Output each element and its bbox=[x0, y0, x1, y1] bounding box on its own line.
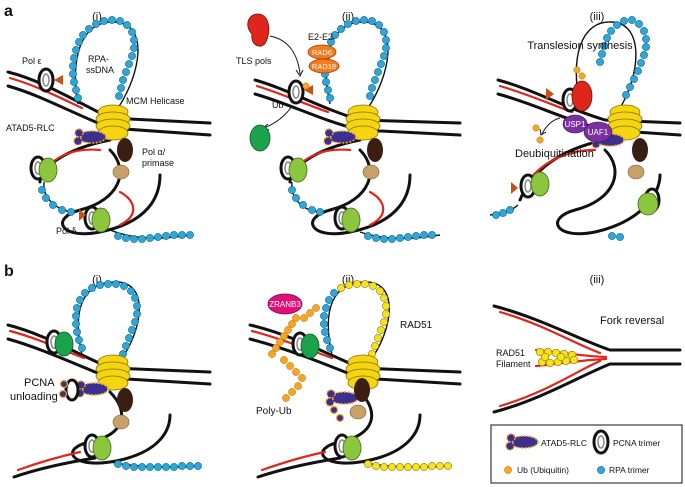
panel-b-letter: b bbox=[4, 263, 14, 280]
pcna-unloading-label-2: unloading bbox=[10, 391, 58, 403]
ubiquitin-legend-icon bbox=[504, 466, 512, 474]
pcna-ring-icon bbox=[287, 79, 305, 105]
legend-rpa-trimer: RPA trimer bbox=[609, 465, 650, 475]
pol-delta-protein bbox=[92, 435, 112, 461]
tls-polymerase-icon bbox=[247, 13, 270, 47]
pol-delta-protein bbox=[342, 435, 362, 461]
rad51-filament-label-1: RAD51 bbox=[496, 348, 525, 358]
pcna-ring-icon bbox=[37, 67, 55, 93]
atad5-rlc-icon bbox=[325, 389, 359, 407]
green-protein-icon bbox=[300, 333, 320, 359]
deubiquitination-label: Deubiquitination bbox=[515, 148, 594, 160]
atad5-rlc-label: ATAD5-RLC bbox=[6, 123, 55, 133]
rpa-chain-a-i bbox=[38, 16, 194, 243]
rad6-label: RAD6 bbox=[312, 48, 332, 57]
ubiquitin-icon bbox=[536, 136, 544, 144]
pol-epsilon-label: Pol ε bbox=[22, 56, 42, 66]
fork-reversal-label: Fork reversal bbox=[600, 315, 664, 327]
green-protein-icon bbox=[249, 124, 271, 152]
ub-label: Ub bbox=[272, 100, 284, 110]
green-protein-icon bbox=[54, 331, 74, 357]
usp1-protein bbox=[562, 114, 588, 134]
pcna-unloading-label-1: PCNA bbox=[24, 377, 55, 389]
pol-delta-protein bbox=[637, 192, 659, 216]
tls-polymerase-icon bbox=[571, 80, 593, 112]
rpa-legend-icon bbox=[597, 466, 605, 474]
ubiquitin-icon bbox=[578, 72, 586, 80]
fork-a-ii: RAD6 RAD18 TLS pols E2-E3 Ub bbox=[236, 13, 462, 243]
fork-b-ii: ZRANB3 RAD51 Poly-Ub bbox=[248, 280, 462, 479]
pol-delta-protein bbox=[288, 157, 308, 183]
poly-ub-chain bbox=[268, 304, 320, 402]
fork-a-iii: USP1 UAF1 Translesion synthesis Deubiqui… bbox=[489, 16, 682, 241]
lesion-wedge-icon bbox=[511, 182, 518, 194]
usp1-label: USP1 bbox=[565, 120, 586, 129]
zranb3-label: ZRANB3 bbox=[269, 300, 301, 309]
pol-delta-protein bbox=[91, 207, 111, 233]
mixed-chain-b-ii bbox=[320, 280, 452, 471]
panel-a-i-label: (i) bbox=[92, 11, 102, 23]
lesion-wedge-icon bbox=[79, 209, 86, 221]
panel-a-ii-label: (ii) bbox=[342, 11, 354, 23]
legend: ATAD5-RLC PCNA trimer Ub (Ubiquitin) RPA… bbox=[490, 424, 683, 484]
atad5-subunit-icon bbox=[335, 413, 345, 423]
rpa-ssdna-label-2: ssDNA bbox=[86, 65, 114, 75]
ubiquitin-icon bbox=[302, 82, 310, 90]
unloaded-pcna-ring-icon bbox=[64, 378, 80, 402]
pol-alpha-primase-icon bbox=[627, 137, 649, 180]
zranb3-protein bbox=[267, 293, 303, 315]
lesion-wedge-icon bbox=[304, 85, 313, 95]
tls-pols-label: TLS pols bbox=[236, 56, 272, 66]
ubiquitin-icon bbox=[532, 124, 540, 132]
pol-epsilon-wedge-icon bbox=[54, 75, 63, 85]
panel-a-letter: a bbox=[4, 3, 13, 20]
translesion-synthesis-label: Translesion synthesis bbox=[527, 40, 633, 52]
uaf1-label: UAF1 bbox=[588, 128, 609, 137]
pol-delta-protein bbox=[341, 207, 361, 233]
ubiquitin-icon bbox=[573, 66, 581, 74]
rad18-label: RAD18 bbox=[312, 62, 336, 71]
e2-e3-label: E2-E3 bbox=[308, 32, 333, 42]
uaf1-protein bbox=[583, 121, 613, 143]
pol-alpha-primase-icon bbox=[112, 387, 134, 430]
panel-b-iii-label: (iii) bbox=[590, 274, 605, 286]
panel-b-i-label: (i) bbox=[92, 274, 102, 286]
rad51-filament-label-2: Filament bbox=[496, 359, 531, 369]
atad5-subunit-icon bbox=[59, 379, 69, 389]
fork-reversal-b-iii: Fork reversal RAD51 Filament bbox=[492, 304, 682, 414]
pol-delta-protein bbox=[530, 171, 550, 197]
rpa-chain-b-i bbox=[72, 280, 202, 471]
fork-a-i: Pol ε RPA- ssDNA MCM Helicase ATAD5-RLC … bbox=[6, 16, 212, 243]
atad5-subunit-icon bbox=[58, 389, 68, 399]
rpa-chain-a-iii bbox=[492, 16, 650, 241]
atad5-subunit-icon bbox=[329, 405, 339, 415]
pol-delta-protein bbox=[38, 157, 58, 183]
rad18-protein bbox=[308, 58, 340, 74]
fork-b-i: PCNA unloading bbox=[6, 280, 212, 479]
rad51-label: RAD51 bbox=[400, 320, 433, 331]
panel-a-iii-label: (iii) bbox=[590, 11, 605, 23]
lesion-wedge-icon bbox=[546, 88, 554, 100]
rad51-filament bbox=[535, 347, 579, 368]
pol-alpha-label-1: Pol α/ bbox=[142, 147, 166, 157]
legend-pcna-trimer: PCNA trimer bbox=[613, 438, 660, 448]
legend-atad5-rlc: ATAD5-RLC bbox=[541, 438, 587, 448]
pol-delta-label: Pol δ bbox=[56, 226, 77, 236]
pcna-ring-legend-icon bbox=[592, 429, 610, 455]
legend-ub: Ub (Ubiquitin) bbox=[517, 465, 569, 475]
pol-alpha-label-2: primase bbox=[142, 158, 174, 168]
rpa-ssdna-label-1: RPA- bbox=[88, 54, 109, 64]
poly-ub-label: Poly-Ub bbox=[256, 406, 292, 417]
mcm-helicase-label: MCM Helicase bbox=[126, 96, 185, 106]
